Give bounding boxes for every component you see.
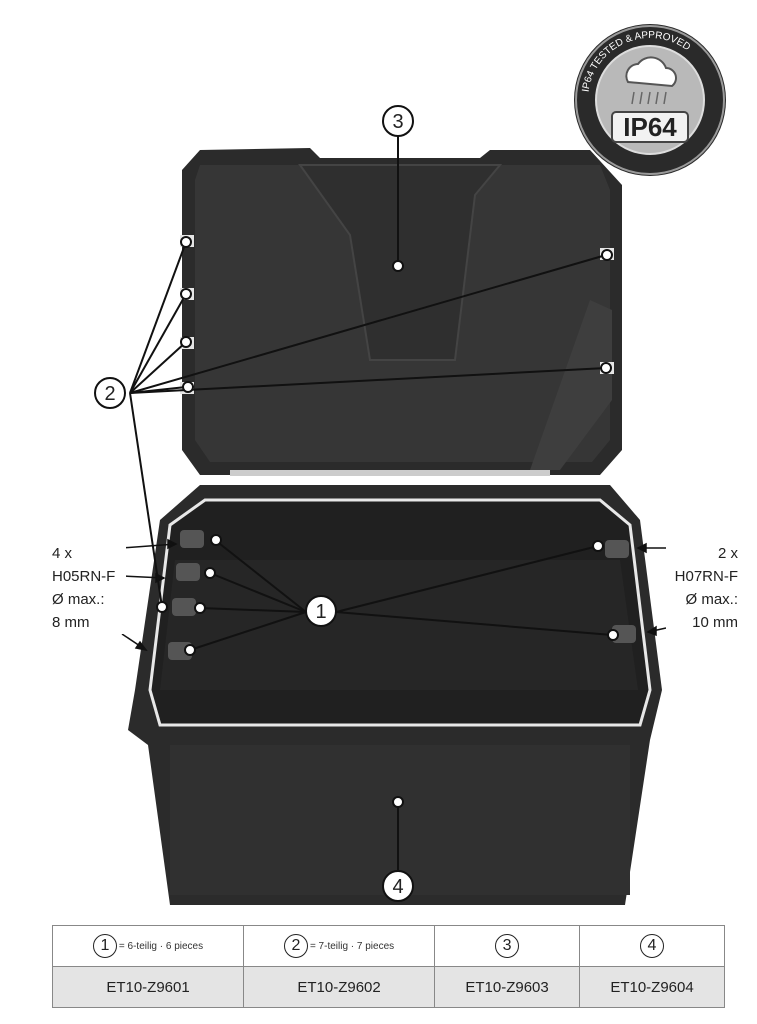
- box-lid: [180, 148, 622, 476]
- parts-header-1: 1= 6-teilig · 6 pieces: [51, 925, 245, 967]
- badge-center-text: IP64: [623, 112, 677, 142]
- parts-table-code-row: ET10-Z9601 ET10-Z9602 ET10-Z9603 ET10-Z9…: [51, 966, 725, 1008]
- box-base: [128, 485, 662, 905]
- part-code-2: ET10-Z9602: [243, 966, 436, 1008]
- rain-cloud-icon: [625, 56, 677, 105]
- callout-4-number: 4: [392, 876, 403, 898]
- part-code-4: ET10-Z9604: [579, 966, 725, 1008]
- leader-lines: [129, 136, 613, 870]
- callout-2: 2: [94, 377, 126, 409]
- cable-spec-left: 4 x H05RN-F Ø max.: 8 mm: [48, 542, 126, 634]
- cable-spec-left-type: H05RN-F: [52, 568, 116, 585]
- callout-1-number: 1: [315, 601, 326, 623]
- parts-header-2: 2= 7-teilig · 7 pieces: [243, 925, 436, 967]
- callout-3-number: 3: [392, 111, 403, 133]
- parts-header-3: 3: [434, 925, 581, 967]
- part-note: = 6-teilig · 6 pieces: [118, 940, 204, 952]
- part-number-circle: 3: [495, 934, 520, 958]
- part-code-3: ET10-Z9603: [434, 966, 581, 1008]
- ip64-badge: IP64 TESTED & APPROVED IP64: [574, 24, 726, 176]
- part-number-circle: 1: [92, 934, 117, 958]
- cable-spec-left-dia-label: Ø max.:: [52, 591, 105, 608]
- pointer-dots: [156, 236, 619, 808]
- cable-spec-right-qty: 2 x: [717, 545, 738, 562]
- cable-spec-right-dia-label: Ø max.:: [685, 591, 738, 608]
- callout-4: 4: [382, 870, 414, 902]
- part-number-circle: 4: [640, 934, 664, 958]
- callout-3: 3: [382, 105, 414, 137]
- label-arrows: [121, 538, 667, 652]
- parts-table: 1= 6-teilig · 6 pieces 2= 7-teilig · 7 p…: [51, 925, 725, 1008]
- cable-spec-left-dia-value: 8 mm: [52, 614, 90, 631]
- callout-1: 1: [305, 595, 337, 627]
- callout-2-number: 2: [104, 383, 115, 405]
- parts-header-4: 4: [579, 925, 725, 967]
- part-number-circle: 2: [283, 934, 308, 958]
- cable-spec-right: 2 x H07RN-F Ø max.: 10 mm: [666, 542, 742, 634]
- part-note: = 7-teilig · 7 pieces: [309, 940, 395, 952]
- cable-spec-right-type: H07RN-F: [674, 568, 738, 585]
- part-code-1: ET10-Z9601: [51, 966, 245, 1008]
- parts-table-header-row: 1= 6-teilig · 6 pieces 2= 7-teilig · 7 p…: [51, 925, 725, 967]
- cable-spec-left-qty: 4 x: [52, 545, 73, 562]
- cable-spec-right-dia-value: 10 mm: [692, 614, 738, 631]
